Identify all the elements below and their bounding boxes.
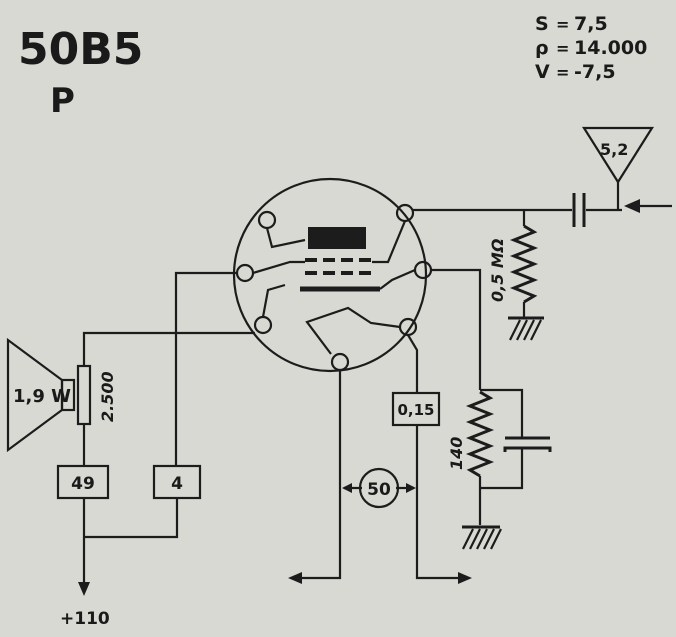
cathode-resistor-label: 140	[447, 437, 466, 470]
plate-resistor-label: 49	[71, 474, 95, 494]
input-arrow-head	[624, 199, 640, 213]
heater-voltage-circle	[358, 467, 400, 509]
bypass-cap-top-wire	[480, 388, 524, 437]
pin-1	[257, 210, 277, 230]
input-level-triangle	[582, 126, 654, 185]
transformer-label: 2.500	[98, 371, 117, 422]
speaker-magnet	[60, 378, 76, 412]
pin-grid	[413, 260, 433, 280]
pin-2	[235, 263, 255, 283]
output-transformer	[76, 364, 92, 426]
plate-to-transformer-wire	[82, 331, 255, 365]
bypass-capacitor	[503, 436, 552, 452]
spec-s-value: 7,5	[574, 13, 608, 35]
spec-rho-symbol: ρ	[535, 37, 549, 59]
spec-s-eq: =	[556, 15, 569, 34]
heater-output-arrow	[458, 572, 472, 584]
grid-resistor-label: 0,5 MΩ	[488, 239, 507, 302]
heater-b-wire	[407, 334, 419, 392]
heater-output-wire	[415, 425, 462, 580]
bypass-cap-bottom-wire	[480, 448, 524, 490]
tube-envelope	[232, 177, 428, 373]
supply-label: +110	[60, 609, 110, 629]
pin-plate	[395, 203, 415, 223]
spec-v-eq: =	[556, 63, 569, 82]
tube-class: P	[50, 81, 75, 121]
heater-volt-right-arrow	[406, 483, 416, 493]
spec-v-value: -7,5	[574, 61, 616, 83]
internal-lead-1	[265, 227, 306, 249]
spec-s-symbol: S	[535, 13, 549, 35]
internal-lead-3	[261, 283, 286, 318]
ground-cathode	[462, 525, 502, 550]
heater-voltage-label: 50	[367, 480, 391, 500]
supply-arrow	[78, 582, 90, 596]
screen-to-supply-wire	[84, 498, 179, 539]
heater-a-wire	[298, 370, 342, 580]
heater-resistor-label: 0,15	[397, 401, 434, 419]
tube-anode	[308, 227, 366, 249]
internal-lead-2	[252, 260, 305, 275]
coupling-capacitor	[572, 193, 586, 227]
ground-grid	[508, 316, 544, 341]
heater-a-arrow	[288, 572, 302, 584]
grid-resistor	[509, 224, 539, 304]
spec-v: V = -7,5	[535, 61, 616, 83]
grid-pin-wire	[431, 268, 482, 390]
spec-s: S = 7,5	[535, 13, 608, 35]
pin-3	[253, 315, 273, 335]
cathode-resistor	[465, 390, 495, 478]
heater-volt-left-arrow	[342, 483, 352, 493]
tube-heater	[305, 306, 401, 355]
tube-name: 50B5	[18, 24, 143, 75]
screen-wire	[174, 271, 237, 466]
spec-v-symbol: V	[535, 61, 550, 83]
internal-lead-plate	[372, 220, 407, 264]
pin-heater-a	[330, 352, 350, 372]
input-level-label: 5,2	[600, 140, 628, 159]
screen-resistor-label: 4	[171, 474, 183, 494]
tube-grids	[305, 258, 372, 275]
spec-rho-value: 14.000	[574, 37, 647, 59]
internal-lead-grid	[379, 268, 416, 290]
spec-rho-eq: =	[556, 39, 569, 58]
spec-rho: ρ = 14.000	[535, 37, 647, 59]
speaker-power-label: 1,9 W	[13, 386, 71, 407]
